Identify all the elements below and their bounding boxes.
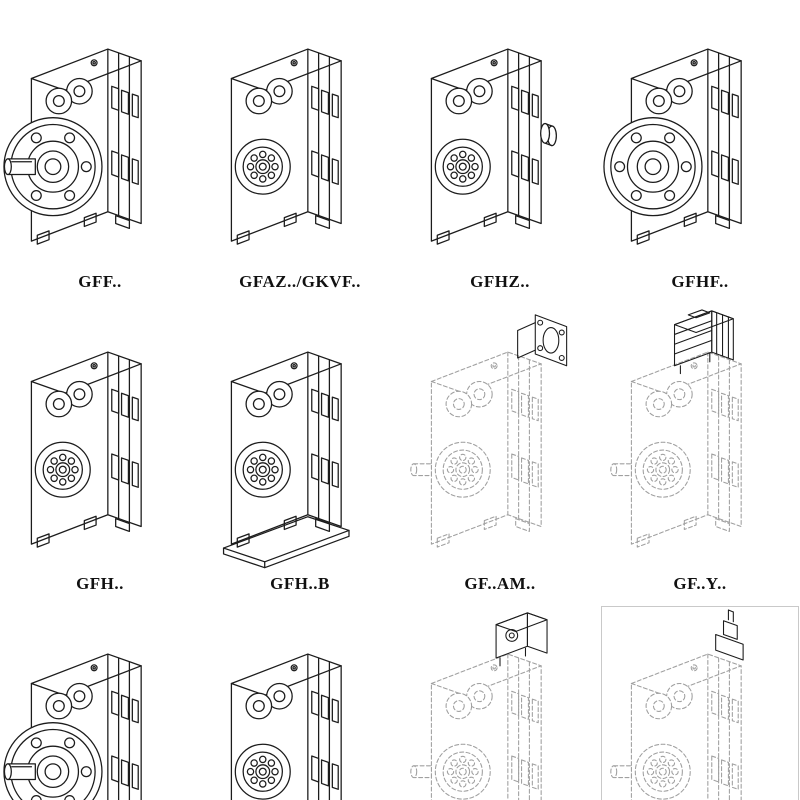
gearbox-hollow-shaft-icon (230, 48, 342, 245)
catalog-cell: GFA../GFV.. (200, 605, 400, 800)
catalog-cell: GFH..B (200, 303, 400, 606)
gearbox-flange-hollow-icon (603, 48, 742, 245)
catalog-cell: GFHZ.. (400, 0, 600, 303)
catalog-cell: GFAF../GFVF.. (0, 605, 200, 800)
gearbox-output-flange-shaft-icon (3, 653, 142, 800)
catalog-cell: GFHF.. (600, 0, 800, 303)
model-label: GFHZ.. (470, 271, 530, 291)
catalog-cell: GF..GRF.. (400, 605, 600, 800)
gearbox-iec-adapter-icon (410, 313, 568, 548)
catalog-cell: GF..AD.. (600, 605, 800, 800)
model-label: GFF.. (78, 271, 122, 291)
catalog-cell: GFF.. (0, 0, 200, 303)
catalog-cell: GF..AM.. (400, 303, 600, 606)
catalog-cell: GFAZ../GKVF.. (200, 0, 400, 303)
gearbox-hollow-bearing-icon (30, 351, 142, 548)
gearbox-hollow-shaft-icon (230, 653, 342, 800)
gearbox-with-motor-icon (610, 308, 742, 548)
model-label: GFAZ../GKVF.. (239, 271, 361, 291)
model-label: GFH.. (76, 574, 124, 594)
gearbox-output-flange-shaft-icon (3, 48, 142, 245)
model-label: GFHF.. (671, 271, 729, 291)
gearbox-hollow-base-icon (222, 351, 350, 568)
catalog-cell: GF..Y.. (600, 303, 800, 606)
model-label: GF..Y.. (673, 574, 727, 594)
model-label: GF..AM.. (464, 574, 536, 594)
gearbox-shrink-disc-icon (430, 48, 557, 245)
catalog-cell: GFH.. (0, 303, 200, 606)
gearbox-input-shaft-adapter-icon (610, 609, 744, 800)
model-label: GFH..B (270, 574, 330, 594)
gearbox-gear-adapter-icon (410, 612, 548, 800)
